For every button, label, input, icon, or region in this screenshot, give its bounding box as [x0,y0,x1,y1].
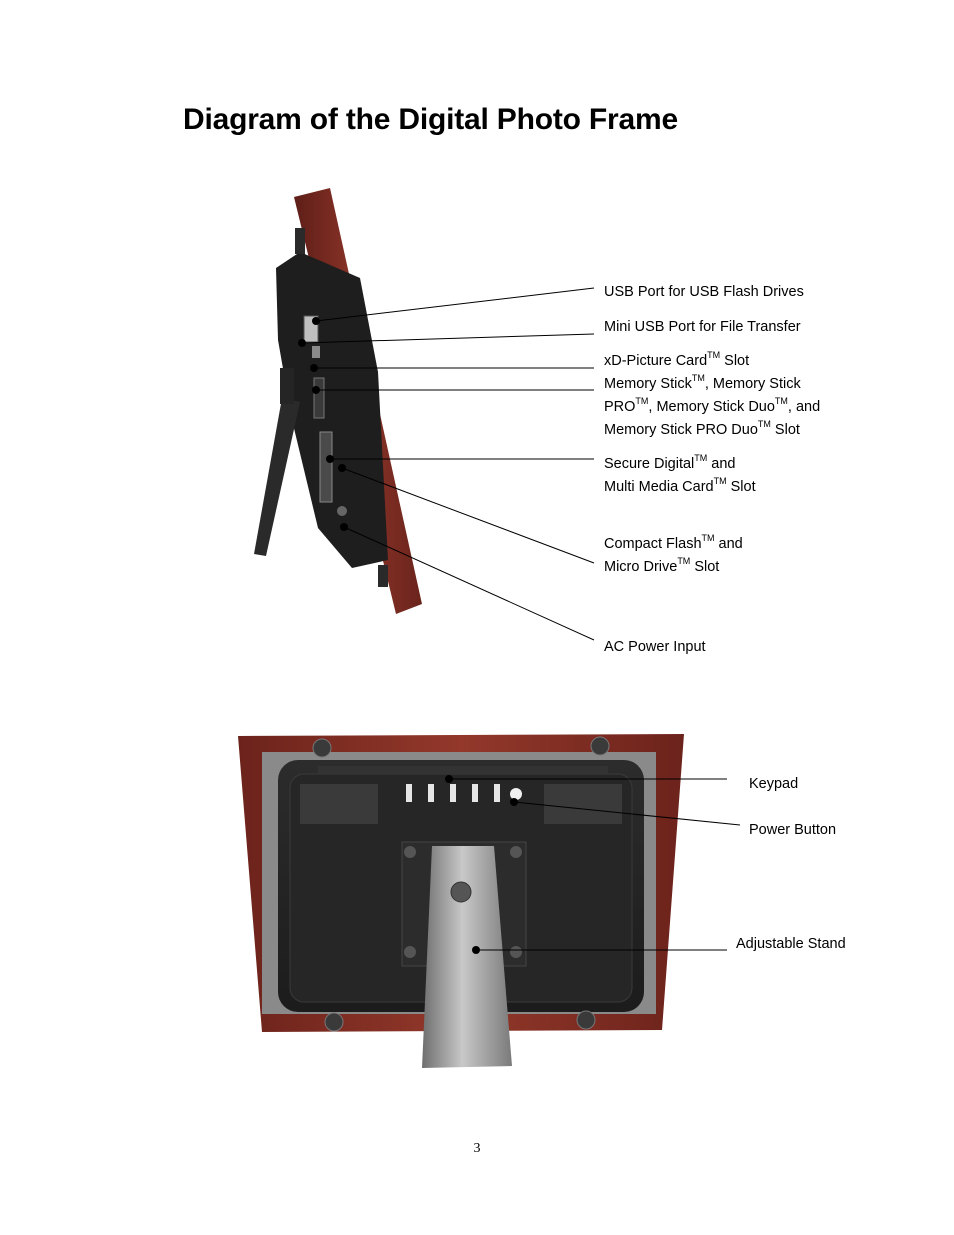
side-view-photo [254,188,422,614]
right-speaker-grille [544,784,622,824]
label-xd-slot: xD-Picture CardTM Slot [604,350,750,369]
label-cf-slot: Compact FlashTM and Micro DriveTM Slot [604,533,743,579]
label-mini-usb-port: Mini USB Port for File Transfer [604,319,801,335]
keypad-buttons [406,784,500,802]
stand-knob [450,881,472,903]
dot-memory-stick [312,386,320,394]
back-view-photo [238,734,684,1068]
back-stand [422,846,512,1068]
back-top-vent [318,766,608,774]
leader-power-button [513,801,741,826]
dot-mini-usb [298,339,306,347]
corner-screws [312,736,610,1032]
cf-slot-shape [319,431,333,503]
leader-cf [341,467,595,564]
back-leader-dots [445,775,518,954]
dot-power-button [510,798,518,806]
sd-line-1: Secure DigitalTM and [604,453,736,472]
sd-line-2: Multi Media CardTM Slot [604,476,756,495]
side-bracket [295,228,305,254]
dot-usb [312,317,320,325]
cf-line-2: Micro DriveTM Slot [604,556,720,575]
label-power-button: Power Button [749,822,837,838]
cf-line-1: Compact FlashTM and [604,533,743,552]
label-memory-stick-slot: Memory StickTM, Memory Stick PROTM, Memo… [604,373,820,442]
memory-stick-slot-shape [313,377,325,419]
leader-usb [315,287,595,322]
dot-ac [340,523,348,531]
side-stand [254,398,300,556]
power-button-shape [510,788,522,800]
memory-stick-line-2: PROTM, Memory Stick DuoTM, and [604,396,821,415]
label-sd-mmc-slot: Secure DigitalTM and Multi Media CardTM … [604,453,756,499]
label-adjustable-stand: Adjustable Stand [736,936,846,952]
label-ac-power: AC Power Input [604,639,706,655]
dot-stand [472,946,480,954]
memory-stick-line-1: Memory StickTM, Memory Stick [604,373,801,392]
vesa-screws [404,846,522,958]
dot-xd [310,364,318,372]
side-leader-lines [301,287,595,641]
label-usb-port: USB Port for USB Flash Drives [604,284,804,300]
memory-stick-line-3: Memory Stick PRO DuoTM Slot [604,419,800,438]
leader-ac [343,526,595,641]
page-title: Diagram of the Digital Photo Frame [183,103,678,136]
side-bracket-bottom [378,565,388,587]
page-number: 3 [473,1141,481,1156]
dot-keypad [445,775,453,783]
back-leader-lines [449,778,741,951]
side-leader-dots [298,317,348,531]
dot-sd [326,455,334,463]
mini-usb-port-shape [312,346,320,358]
dot-cf [338,464,346,472]
label-keypad: Keypad [749,776,799,792]
side-stand-hinge [280,368,294,404]
leader-mini-usb [301,333,595,344]
ac-power-jack-shape [337,506,347,516]
left-speaker-grille [300,784,378,824]
